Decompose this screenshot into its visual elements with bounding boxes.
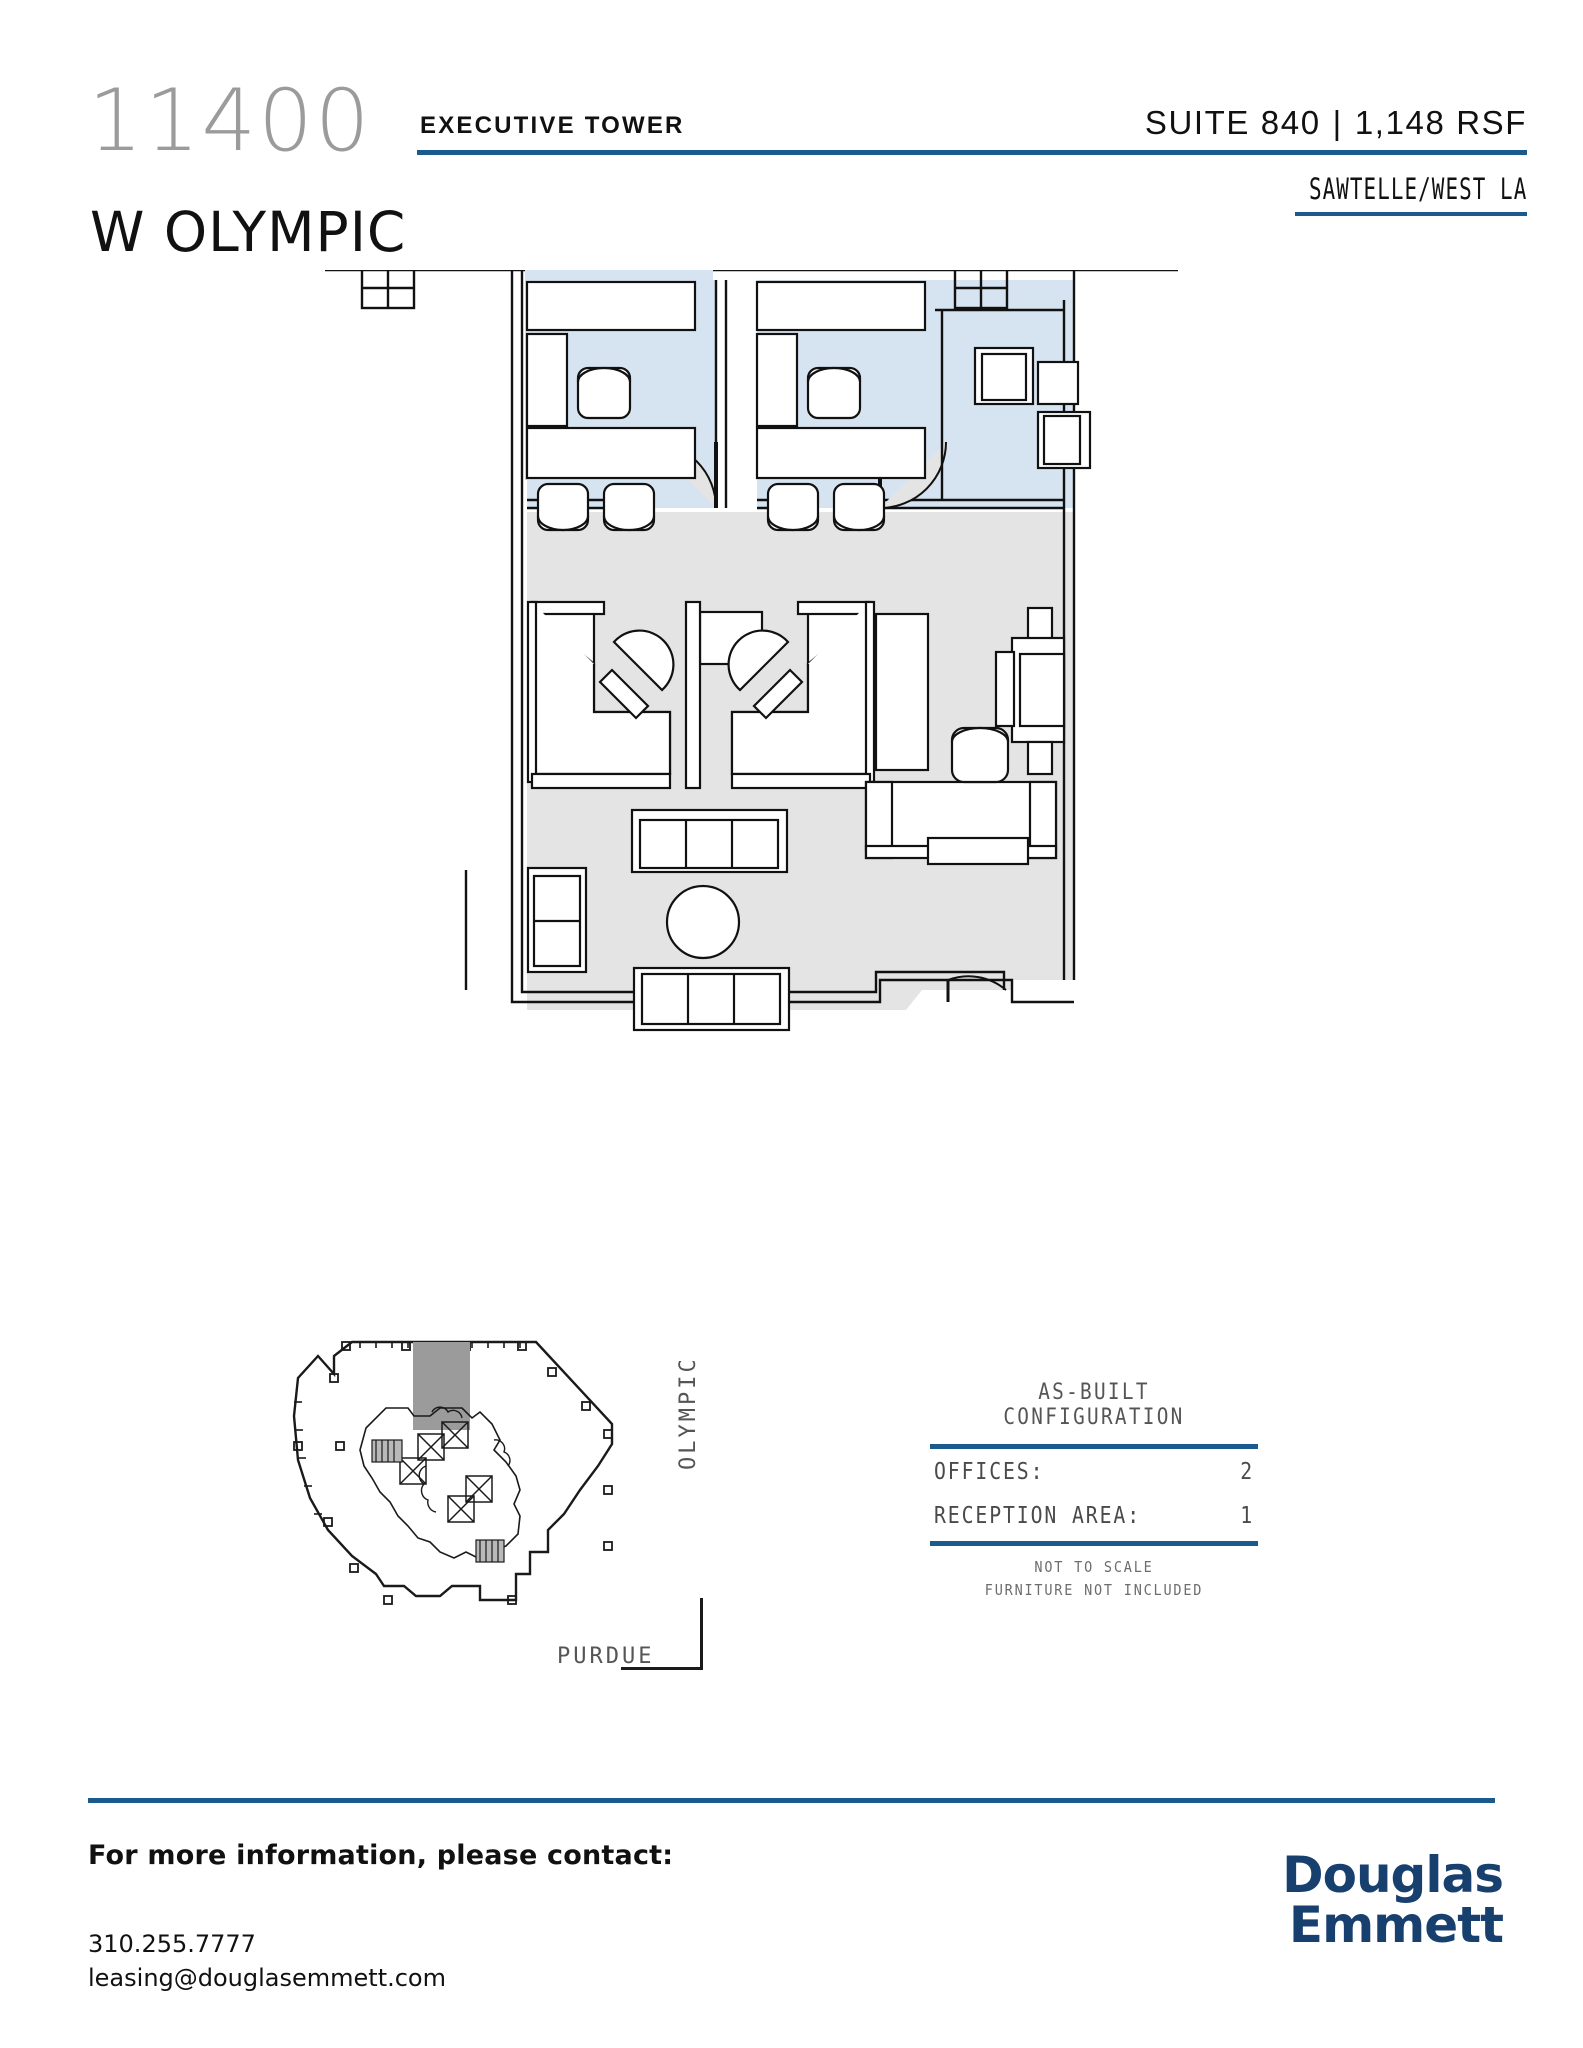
config-disclaimer: NOT TO SCALE FURNITURE NOT INCLUDED — [946, 1546, 1241, 1601]
desk-a-main — [525, 426, 697, 480]
guest-chair-b2 — [832, 482, 886, 532]
note-not-to-scale: NOT TO SCALE — [1034, 1558, 1154, 1576]
config-label-offices: OFFICES: — [934, 1459, 1045, 1485]
key-plan — [280, 1290, 620, 1630]
floorplan-drawing — [325, 198, 1178, 1032]
side-bench — [526, 866, 588, 974]
building-core — [359, 1406, 521, 1563]
suite-floorplan — [0, 198, 1583, 1260]
address-street: W OLYMPIC — [90, 200, 407, 264]
desk-a-top — [525, 280, 697, 332]
suite-bottom-wall-inner — [520, 970, 1006, 994]
sofa-upper — [630, 808, 789, 874]
config-row-offices: OFFICES: 2 — [930, 1449, 1258, 1493]
guest-chair-b1 — [766, 482, 820, 532]
config-value-offices: 2 — [1240, 1459, 1254, 1485]
header-divider-rule — [417, 150, 1527, 155]
config-rule-top — [930, 1444, 1258, 1449]
config-rule-bottom — [930, 1541, 1258, 1546]
suite-summary: SUITE 840 | 1,148 RSF — [1145, 104, 1527, 142]
task-chair-b — [806, 366, 862, 420]
coffee-table — [665, 884, 741, 960]
file-cabinet-2 — [1036, 360, 1080, 406]
ws1-chair — [598, 629, 675, 720]
contact-phone[interactable]: 310.255.7777 — [88, 1930, 256, 1958]
note-furniture: FURNITURE NOT INCLUDED — [984, 1580, 1204, 1599]
suite-bottom-wall — [510, 978, 1074, 1004]
contact-email[interactable]: leasing@douglasemmett.com — [88, 1964, 446, 1992]
config-title: AS-BUILT CONFIGURATION — [1003, 1380, 1185, 1430]
entry-door-swing — [947, 975, 1007, 991]
address-number: 11400 — [88, 71, 372, 171]
config-label-reception: RECEPTION AREA: — [934, 1503, 1142, 1529]
task-chair-a — [576, 366, 632, 420]
office-a-furniture — [525, 280, 697, 532]
suite-number: SUITE 840 — [1144, 104, 1321, 141]
sofa-lower — [632, 966, 791, 1032]
contact-heading: For more information, please contact: — [88, 1840, 674, 1871]
workstation-divider — [684, 600, 702, 790]
suite-rsf: 1,148 RSF — [1354, 104, 1527, 141]
credenza-b — [755, 332, 799, 428]
neighborhood-label: SAWTELLE/WEST LA — [1308, 172, 1527, 206]
footer-divider-rule — [88, 1798, 1495, 1803]
config-value-reception: 1 — [1240, 1503, 1254, 1529]
column-markers — [293, 1341, 613, 1605]
logo-line-2: Emmett — [1288, 1896, 1504, 1954]
credenza-a — [525, 332, 569, 428]
guest-chair-a1 — [536, 482, 590, 532]
desk-b-top — [755, 280, 927, 332]
office-b-furniture — [755, 280, 927, 532]
logo-line-1: Douglas — [1282, 1846, 1504, 1904]
douglas-emmett-logo: Douglas Emmett — [1282, 1850, 1504, 1954]
stair-2 — [475, 1539, 505, 1563]
key-plan-drawing — [292, 1340, 614, 1605]
storage-cabinets — [973, 346, 1092, 470]
guest-chair-a2 — [602, 482, 656, 532]
stair-1 — [371, 1439, 403, 1463]
file-cabinet-3b — [1042, 414, 1082, 466]
reception-desk — [864, 726, 1058, 866]
plan-body — [325, 240, 1178, 1032]
street-label-purdue: PURDUE — [557, 1644, 655, 1669]
ws2-chair — [727, 629, 804, 720]
reception-chair — [950, 726, 1010, 784]
config-row-reception: RECEPTION AREA: 1 — [930, 1493, 1258, 1537]
bookcase-right — [874, 612, 930, 772]
desk-b-main — [755, 426, 927, 480]
street-line-olympic — [700, 1598, 703, 1670]
window-mullion-detail — [360, 266, 1009, 310]
street-label-olympic: OLYMPIC — [676, 1356, 701, 1470]
workstation-1 — [526, 600, 675, 790]
right-wall-cabinet — [994, 606, 1066, 776]
street-line-purdue — [621, 1667, 703, 1670]
file-cabinet-1b — [980, 352, 1028, 402]
workstations — [526, 600, 930, 790]
tower-label: EXECUTIVE TOWER — [420, 112, 685, 139]
workstation-2 — [698, 600, 876, 790]
page-header: 11400 W OLYMPIC EXECUTIVE TOWER SUITE 84… — [0, 0, 1583, 290]
neighborhood-divider-rule — [1295, 212, 1527, 216]
suite-separator: | — [1332, 104, 1343, 141]
lounge-furniture — [526, 808, 791, 1032]
as-built-configuration-table: AS-BUILT CONFIGURATION OFFICES: 2 RECEPT… — [930, 1380, 1258, 1601]
